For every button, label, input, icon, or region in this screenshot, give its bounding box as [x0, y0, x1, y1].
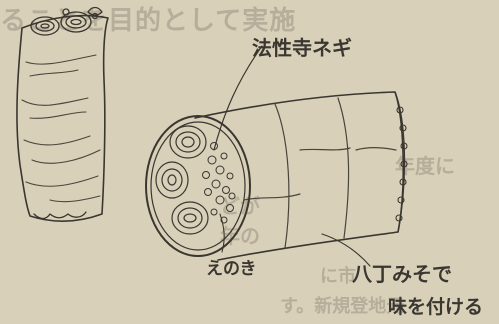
label-hatcho-miso-line2: 味を付ける [388, 296, 484, 318]
standing-roll [16, 6, 109, 222]
bleed-through-text-bottom1: に市 [320, 266, 356, 287]
label-hatcho-miso-line1: 八丁みそで [352, 262, 452, 286]
label-enoki: えのき [206, 259, 257, 279]
label-hoshoji-negi: 法性寺ネギ [252, 36, 352, 60]
bleed-through-text-bottom2: す。新規登地元 [280, 296, 405, 317]
lying-roll [145, 45, 408, 267]
